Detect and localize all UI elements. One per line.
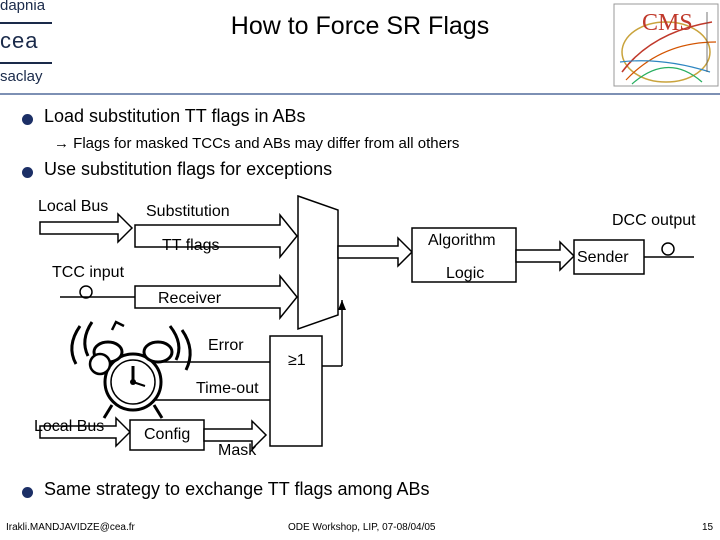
mux-output-arrow (337, 236, 414, 268)
local-bus-bottom-label: Local Bus (34, 418, 105, 435)
sender-label: Sender (577, 249, 629, 266)
bullet-1-text: Load substitution TT flags in ABs (44, 106, 306, 126)
bullet-1-dot (22, 114, 33, 125)
bullet-3-text: Same strategy to exchange TT flags among… (44, 479, 430, 499)
or-gate-label: ≥1 (288, 352, 306, 369)
slide-title: How to Force SR Flags (230, 12, 490, 40)
to-sender-arrow (515, 240, 576, 272)
receiver-arrow (134, 273, 298, 321)
mask-label: Mask (218, 442, 257, 459)
error-label: Error (208, 337, 244, 354)
config-label: Config (144, 426, 191, 443)
header-rule (0, 93, 720, 95)
bullet-2-text: Use substitution flags for exceptions (44, 159, 333, 179)
logo-line-bottom (0, 62, 52, 64)
alarm-clock-icon (70, 320, 192, 419)
cms-logo: CMS (612, 2, 720, 88)
footer-event: ODE Workshop, LIP, 07-08/04/05 (288, 522, 436, 533)
footer-page-number: 15 (702, 522, 714, 533)
mux-select-arrowhead (338, 300, 346, 310)
local-bus-bottom-arrow (39, 416, 132, 448)
footer-author: Irakli.MANDJAVIDZE@cea.fr (6, 522, 135, 533)
cms-logo-text: CMS (642, 10, 693, 36)
or-gate-box (269, 335, 323, 447)
tt-flags-label: TT flags (162, 237, 220, 254)
mask-arrow (203, 419, 268, 451)
algorithm-label: Algorithm (428, 232, 496, 249)
local-bus-top-arrow (39, 212, 134, 244)
bullet-2-dot (22, 167, 33, 178)
tcc-input-connector (79, 285, 93, 299)
cms-logo-graphic (613, 3, 719, 87)
logo-line-top (0, 22, 52, 24)
institution-logo: dapnia cea saclay (0, 0, 60, 92)
substitution-label: Substitution (146, 203, 230, 220)
algorithm-logic-box (411, 227, 517, 283)
tcc-input-label: TCC input (52, 264, 125, 281)
local-bus-top-label: Local Bus (38, 198, 109, 215)
bullet-3-dot (22, 487, 33, 498)
logic-label: Logic (446, 265, 485, 282)
dcc-output-connector (661, 242, 675, 256)
dcc-output-label: DCC output (612, 212, 696, 229)
receiver-label: Receiver (158, 290, 222, 307)
substitution-arrow (134, 212, 298, 260)
logo-saclay-text: saclay (0, 68, 43, 85)
timeout-label: Time-out (196, 380, 259, 397)
logo-dapnia-text: dapnia (0, 0, 46, 14)
multiplexer-shape (297, 194, 339, 331)
config-box (129, 419, 205, 451)
bullet-1-subtext: → Flags for masked TCCs and ABs may diff… (54, 135, 460, 152)
sender-box (573, 239, 645, 275)
logo-cea-text: cea (0, 28, 39, 53)
